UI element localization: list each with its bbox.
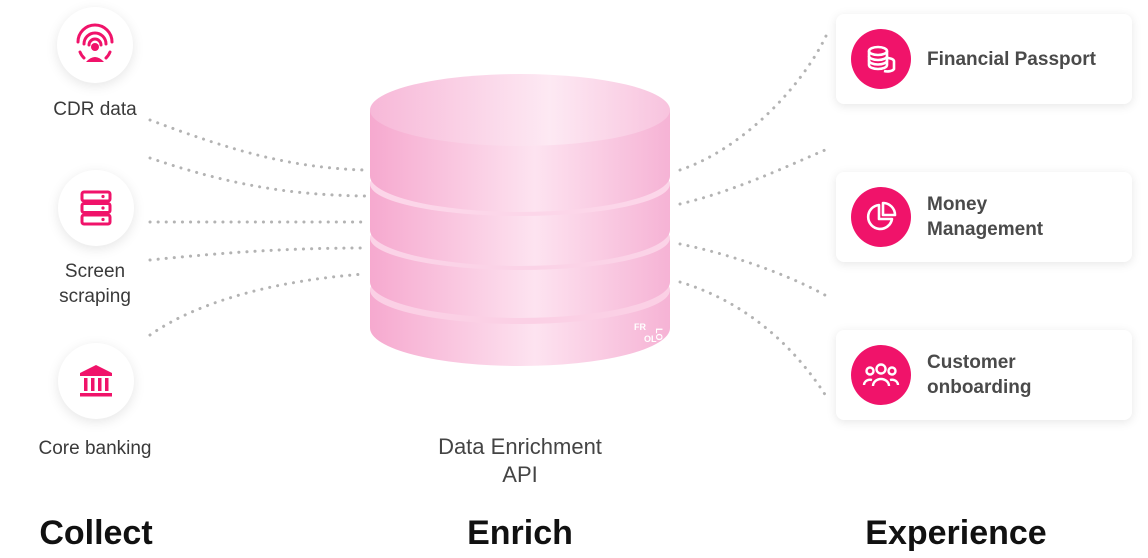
screen-scraping-icon-circle (58, 170, 134, 246)
connector-cdr-2 (148, 156, 367, 198)
fingerprint-icon (76, 23, 114, 62)
svg-text:FR: FR (634, 322, 646, 332)
card-label-financial-passport: Financial Passport (927, 48, 1096, 70)
server-icon (80, 190, 112, 226)
pie-chart-icon (866, 201, 897, 231)
card-label-money-management: Money Management (927, 194, 1044, 240)
coins-icon (867, 45, 896, 73)
users-icon (862, 363, 900, 387)
card-customer-onboarding[interactable]: Customer onboarding (836, 330, 1132, 420)
svg-text:LO: LO (654, 328, 664, 341)
connector-money-2 (678, 242, 832, 300)
connector-passport-1 (678, 34, 828, 172)
users-icon-circle (851, 345, 911, 405)
core-banking-icon-circle (58, 343, 134, 419)
coins-icon-circle (851, 29, 911, 89)
connector-core-1 (148, 272, 367, 337)
connector-money-1 (678, 146, 832, 206)
connector-cdr-1 (148, 118, 367, 172)
source-label-core-banking: Core banking (38, 438, 152, 459)
card-label-customer-onboarding: Customer onboarding (927, 352, 1032, 398)
card-financial-passport[interactable]: Financial Passport (836, 14, 1132, 104)
connector-onboard-1 (678, 280, 828, 398)
cdr-data-icon-circle (57, 7, 133, 83)
card-money-management[interactable]: Money Management (836, 172, 1132, 262)
svg-text:OL: OL (644, 334, 657, 344)
source-label-screen-scraping: Screen scraping (59, 261, 131, 307)
section-title-collect: Collect (39, 514, 153, 552)
source-label-cdr: CDR data (53, 99, 137, 120)
section-title-enrich: Enrich (467, 514, 573, 552)
database-icon: FR OL LO (370, 74, 670, 366)
section-title-experience: Experience (865, 514, 1047, 552)
bank-icon (80, 365, 112, 397)
center-label: Data Enrichment API (438, 434, 602, 487)
pie-chart-icon-circle (851, 187, 911, 247)
